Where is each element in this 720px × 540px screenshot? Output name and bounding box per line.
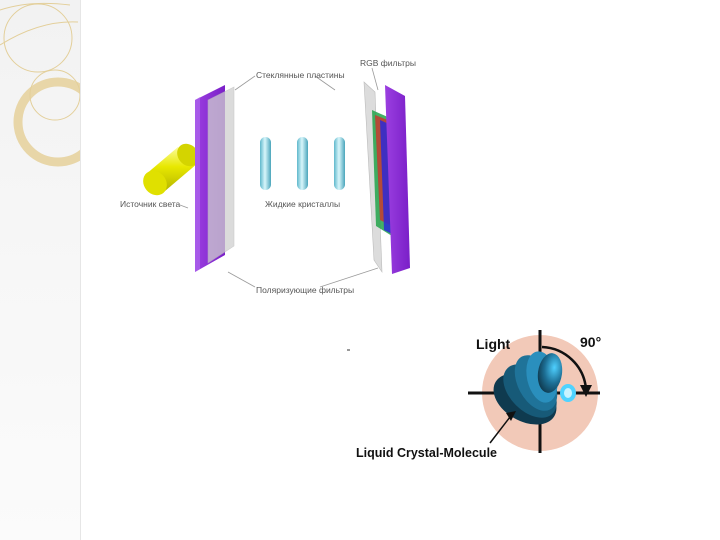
decorative-side-panel (0, 0, 81, 540)
liquid-crystal-rods (260, 137, 345, 190)
leader-lines (179, 67, 379, 288)
right-polarizing-filter (385, 85, 410, 274)
label-glass-plates: Стеклянные пластины (256, 70, 345, 80)
molecule-shape (493, 351, 576, 425)
liquid-crystal-molecule-figure: Light 90° Liquid Crystal-Molecule (350, 325, 620, 470)
label-angle-90: 90° (580, 334, 602, 350)
label-liquid-crystal-molecule: Liquid Crystal-Molecule (356, 446, 497, 460)
label-light: Light (476, 336, 511, 352)
label-light-source: Источник света (120, 199, 181, 209)
lcd-illustration (143, 67, 410, 288)
light-source-cylinder (143, 143, 199, 196)
molecule-illustration (468, 330, 600, 453)
label-polarizing-filters: Поляризующие фильтры (256, 285, 355, 295)
label-liquid-crystals: Жидкие кристаллы (265, 199, 341, 209)
left-glass-plate (207, 86, 235, 264)
decorative-rings (0, 2, 80, 167)
stray-mark (347, 349, 350, 351)
label-rgb-filters: RGB фильтры (360, 58, 416, 68)
lcd-structure-diagram: Стеклянные пластины RGB фильтры Источник… (110, 50, 440, 295)
